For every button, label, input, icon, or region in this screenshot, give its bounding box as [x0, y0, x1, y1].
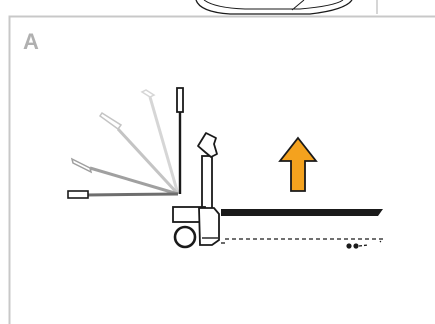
- tiller-handle-icon: [67, 87, 184, 199]
- fork-lowered-dashed: [225, 238, 385, 243]
- fork-raised: [221, 209, 383, 216]
- magnifier-detail-icon: [195, 0, 378, 15]
- tiller-ghost-position-2: [98, 111, 180, 196]
- panel-label: A: [23, 29, 39, 54]
- arrow-up-icon: [278, 136, 318, 192]
- tiller-ghost-position-1: [140, 89, 180, 195]
- grip-head: [197, 132, 218, 158]
- hydraulic-column: [201, 155, 213, 210]
- steering-wheel: [173, 225, 197, 249]
- load-wheel-2: [353, 243, 359, 249]
- load-wheel-1: [346, 243, 352, 249]
- pump-housing: [198, 207, 220, 246]
- tiller-ghost-position-3: [70, 157, 179, 196]
- tiller-ghost-position-4: [67, 190, 179, 199]
- tiller-current-position: [176, 87, 184, 194]
- pallet-truck-icon: [172, 132, 385, 249]
- panel-frame: [8, 15, 435, 324]
